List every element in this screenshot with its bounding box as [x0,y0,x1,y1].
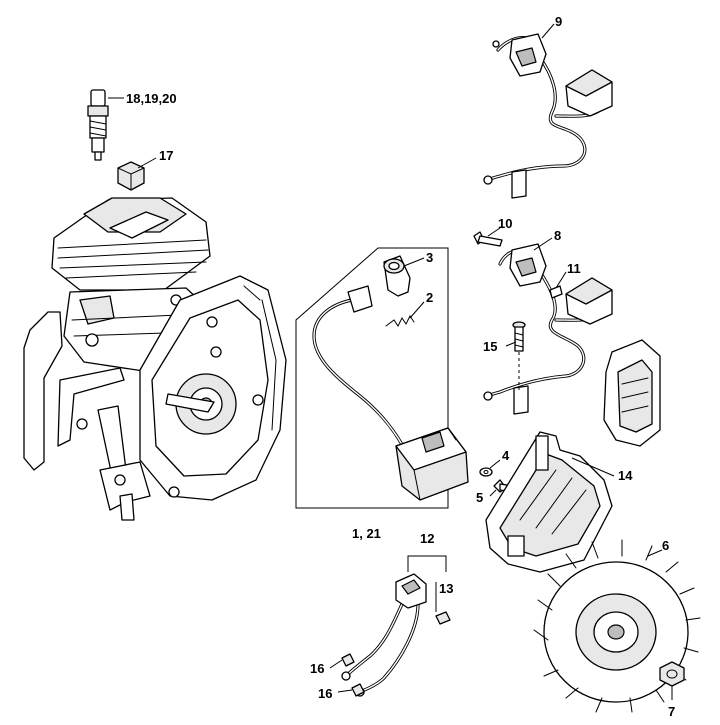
callout-12: 12 [420,531,434,546]
callout-18-19-20: 18,19,20 [126,91,177,106]
ignition-module[interactable] [312,285,469,501]
flywheel-nut[interactable] [659,661,685,687]
washer[interactable] [479,467,493,477]
callout-9: 9 [555,14,562,29]
carrier-base[interactable] [485,431,613,573]
callout-11: 11 [567,261,581,276]
wiring-harness-lower[interactable] [483,243,613,415]
callout-6: 6 [662,538,669,553]
callout-5: 5 [476,490,483,505]
callout-1-21: 1, 21 [352,526,381,541]
plug-cap-nut[interactable] [117,161,145,191]
screw-16-upper[interactable] [341,653,355,667]
side-cover [603,339,661,447]
flywheel[interactable] [533,539,701,713]
callout-7: 7 [668,704,675,719]
callout-10: 10 [498,216,512,231]
callout-13: 13 [439,581,453,596]
callout-2: 2 [426,290,433,305]
screw-16-lower[interactable] [351,683,365,697]
engine-crankcase-assembly [23,197,287,521]
screw-15[interactable] [512,321,526,390]
short-circuit-wire[interactable] [341,573,427,697]
short-circuit-wire-bracket [407,555,447,572]
callout-3: 3 [426,250,433,265]
bolt-10[interactable] [473,231,503,247]
ignition-module-group-bracket [295,247,449,509]
wiring-harness-upper[interactable] [483,33,613,199]
callout-8: 8 [554,228,561,243]
callout-17: 17 [159,148,173,163]
spark-plug-boot[interactable] [383,255,411,297]
screw-13[interactable] [435,611,451,625]
callout-4: 4 [502,448,510,463]
callout-labels: 18,19,20 17 9 10 8 3 11 2 15 4 14 5 1, 2… [126,14,675,719]
spark-plug[interactable] [87,89,109,161]
leader-lines [108,23,673,700]
callout-16-lower: 16 [318,686,332,701]
callout-14: 14 [618,468,633,483]
spring[interactable] [385,315,415,327]
callout-16-upper: 16 [310,661,324,676]
callout-15: 15 [483,339,497,354]
